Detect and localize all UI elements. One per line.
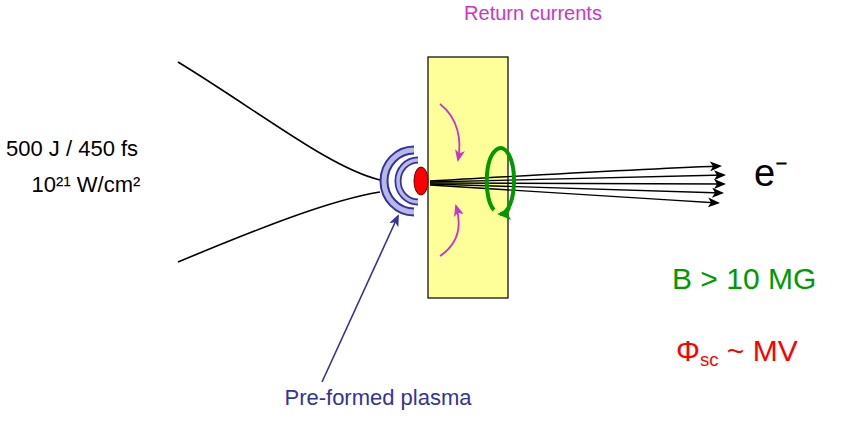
annotation: Pre-formed plasma (284, 385, 471, 410)
particle-label: e⁻ (754, 152, 788, 196)
electron-beam (430, 166, 724, 203)
leader-line (322, 216, 398, 382)
return-current-arrow (440, 206, 459, 256)
focal-spot (414, 167, 428, 195)
laser-parameter: 500 J / 450 fs (6, 136, 138, 161)
laser-parameter: 10²¹ W/cm² (32, 172, 141, 197)
annotation: Return currents (464, 2, 602, 25)
magnetic-field-loop (487, 148, 514, 214)
laser-edge (178, 192, 380, 262)
field-value: B > 10 MG (672, 262, 816, 297)
laser-edge (178, 62, 380, 180)
return-current-arrow (440, 104, 459, 160)
potential-value: Φsc ~ MV (676, 334, 798, 370)
